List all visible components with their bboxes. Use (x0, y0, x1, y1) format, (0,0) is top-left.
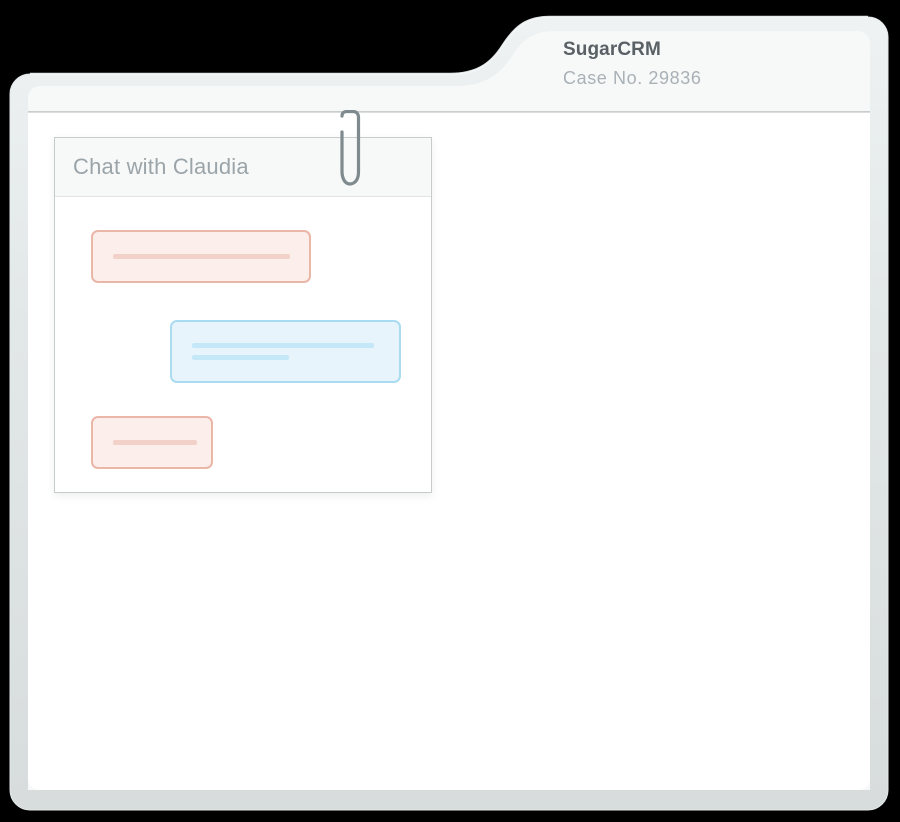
message-text-placeholder-line (113, 254, 290, 259)
chat-panel[interactable]: Chat with Claudia (54, 137, 432, 493)
chat-message-incoming[interactable] (91, 230, 311, 283)
message-text-placeholder-line (113, 440, 197, 445)
chat-message-incoming[interactable] (91, 416, 213, 469)
folder-tab-highlight (30, 15, 868, 76)
app-title: SugarCRM (563, 39, 661, 60)
chat-panel-header: Chat with Claudia (55, 138, 431, 197)
chat-panel-title: Chat with Claudia (73, 154, 249, 179)
folder-tab-titles: SugarCRM Case No. 29836 (563, 38, 863, 91)
paperclip-icon (340, 110, 361, 186)
chat-message-list[interactable] (55, 197, 431, 492)
folder-header-divider (28, 111, 870, 113)
message-text-placeholder-line (192, 355, 289, 360)
case-number-label: Case No. 29836 (563, 68, 702, 88)
chat-message-outgoing[interactable] (170, 320, 401, 383)
message-text-placeholder-line (192, 343, 374, 348)
